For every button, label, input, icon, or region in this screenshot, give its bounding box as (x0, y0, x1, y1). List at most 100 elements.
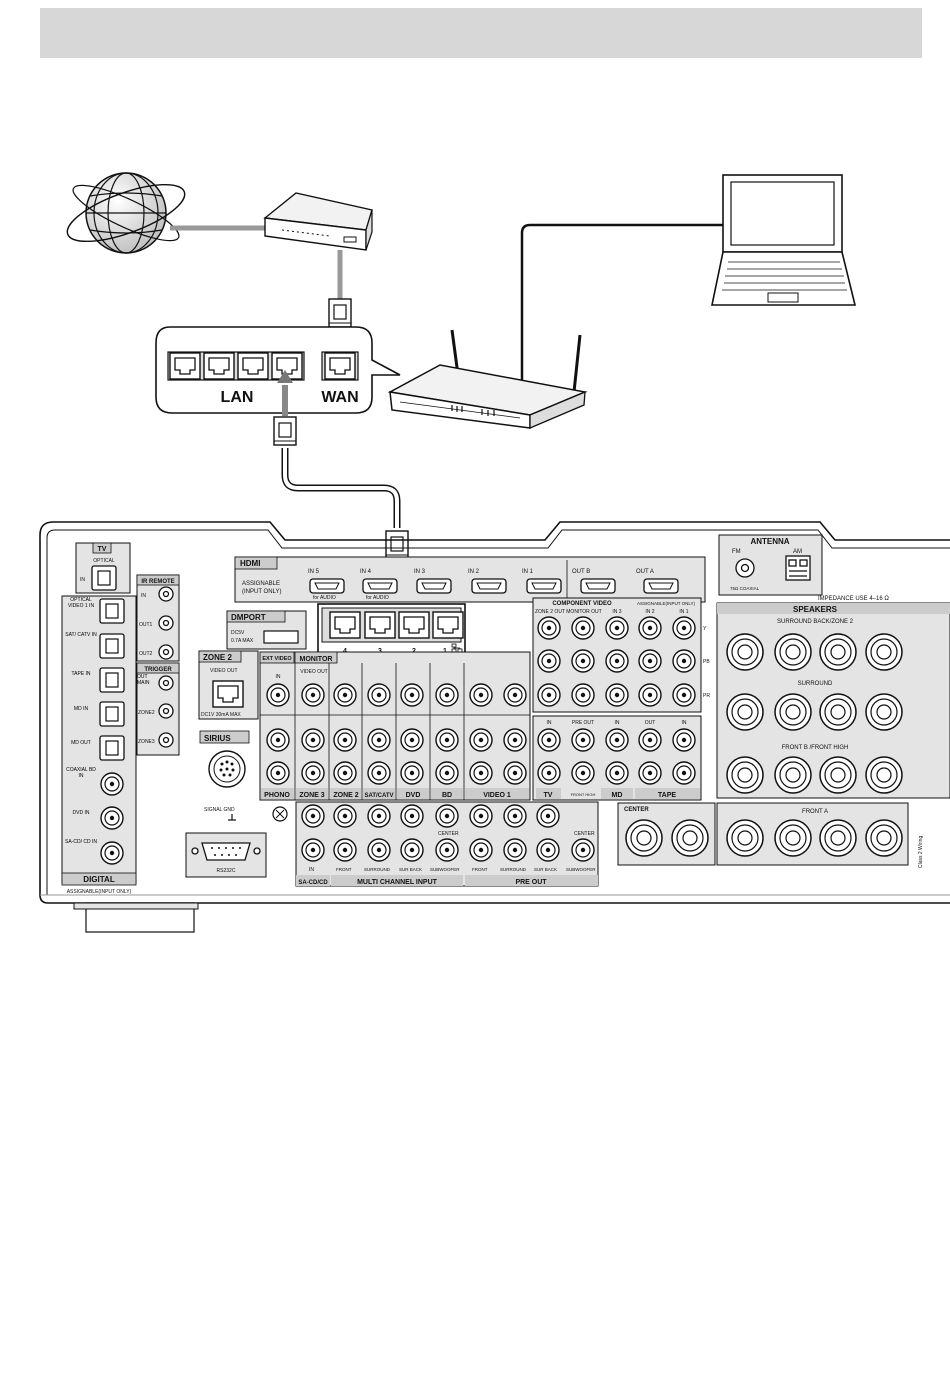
svg-text:SUR BACK: SUR BACK (534, 867, 557, 872)
rca-jack[interactable] (367, 761, 391, 785)
rca-jack[interactable] (503, 728, 527, 752)
rca-jack[interactable] (333, 838, 357, 862)
svg-text:75Ω COAXIAL: 75Ω COAXIAL (730, 586, 760, 591)
svg-text:IN: IN (309, 867, 314, 873)
hdmi-port-in1[interactable]: IN 1 (522, 569, 562, 594)
svg-text:0.7A MAX: 0.7A MAX (231, 638, 254, 644)
rca-jack[interactable] (435, 838, 459, 862)
hdmi-port-in3[interactable]: IN 3 (414, 569, 452, 594)
rca-jack[interactable] (367, 683, 391, 707)
rca-jack[interactable] (469, 838, 493, 862)
svg-text:OUT2: OUT2 (139, 651, 153, 657)
rca-jack[interactable] (503, 761, 527, 785)
svg-text:SPEAKERS: SPEAKERS (793, 605, 838, 614)
wan-label: WAN (321, 389, 358, 406)
optical-video1-port[interactable] (99, 598, 125, 624)
optical-sat-port[interactable] (99, 633, 125, 659)
svg-text:IN 5: IN 5 (308, 569, 320, 575)
rca-jack[interactable] (536, 804, 560, 828)
coaxial-bd-port[interactable] (100, 772, 124, 796)
lan-port-icon[interactable] (364, 611, 396, 639)
rca-jack[interactable] (469, 761, 493, 785)
rca-jack[interactable] (333, 683, 357, 707)
rca-jack[interactable] (333, 761, 357, 785)
lan-port-icon[interactable] (432, 611, 464, 639)
rca-jack[interactable] (301, 804, 325, 828)
rca-jack[interactable] (400, 683, 424, 707)
wireless-router-icon (387, 329, 588, 429)
rca-jack[interactable] (266, 761, 290, 785)
rca-jack[interactable] (469, 728, 493, 752)
rca-jack[interactable] (400, 761, 424, 785)
svg-text:TRIGGER: TRIGGER (144, 667, 172, 673)
rca-jack[interactable] (503, 838, 527, 862)
coaxial-sacd-port[interactable] (100, 841, 124, 865)
rca-jack[interactable] (571, 838, 595, 862)
rs232c-section: RS232C (185, 832, 267, 878)
lan-port-icon (169, 352, 201, 380)
svg-text:PRE OUT: PRE OUT (515, 879, 547, 886)
rca-jack[interactable] (503, 804, 527, 828)
rca-jack[interactable] (503, 683, 527, 707)
rca-jack[interactable] (266, 728, 290, 752)
hdmi-port-in4[interactable]: IN 4 (360, 569, 398, 594)
tv-optical-in-port[interactable] (91, 565, 117, 591)
hdmi-port-in2[interactable]: IN 2 (468, 569, 507, 594)
dmport-connector[interactable] (263, 630, 299, 644)
lan-port-icon[interactable] (329, 611, 361, 639)
hdmi-port-out-b[interactable]: OUT B (572, 569, 616, 594)
svg-text:Class 2 Wiring: Class 2 Wiring (918, 836, 924, 868)
rca-jack[interactable] (400, 728, 424, 752)
rca-jack[interactable] (400, 838, 424, 862)
wan-port-icon (324, 352, 356, 380)
svg-text:IN: IN (615, 720, 620, 726)
rca-jack[interactable] (469, 804, 493, 828)
rca-jack[interactable] (333, 804, 357, 828)
rca-jack[interactable] (367, 804, 391, 828)
optical-md-out-port[interactable] (99, 735, 125, 761)
ext-video-in-jack[interactable] (266, 683, 290, 707)
lan-port-icon[interactable] (398, 611, 430, 639)
svg-text:FM: FM (732, 549, 741, 555)
zone2-port-icon[interactable] (212, 680, 244, 708)
hdmi-port-out-a[interactable]: OUT A (636, 569, 679, 594)
rca-jack[interactable] (536, 838, 560, 862)
svg-text:VIDEO OUT: VIDEO OUT (210, 668, 238, 674)
rca-jack[interactable] (367, 728, 391, 752)
svg-text:ASSIGNABLE(INPUT ONLY): ASSIGNABLE(INPUT ONLY) (67, 889, 132, 895)
rca-jack[interactable] (469, 683, 493, 707)
optical-tape-port[interactable] (99, 667, 125, 693)
rca-jack[interactable] (435, 761, 459, 785)
sirius-title: SIRIUS (204, 734, 231, 743)
svg-text:IN: IN (276, 674, 281, 680)
trigger-section: TRIGGER OUT MAIN ZONE2 ZONE3 (136, 662, 180, 756)
svg-text:RS232C: RS232C (217, 868, 236, 874)
rca-jack[interactable] (435, 683, 459, 707)
svg-text:IMPEDANCE USE 4–16 Ω: IMPEDANCE USE 4–16 Ω (818, 596, 889, 602)
rca-jack[interactable] (435, 728, 459, 752)
svg-text:MONITOR OUT: MONITOR OUT (566, 609, 601, 615)
hdmi-port-in5[interactable]: IN 5 (308, 569, 345, 594)
svg-text:SURROUND: SURROUND (364, 867, 391, 872)
coaxial-dvd-port[interactable] (100, 806, 124, 830)
rca-jack[interactable] (333, 728, 357, 752)
monitor-video-out-jack[interactable] (301, 683, 325, 707)
svg-text:IN 3: IN 3 (414, 569, 426, 575)
svg-text:IN: IN (80, 577, 85, 583)
rca-jack[interactable] (435, 804, 459, 828)
svg-text:SURROUND: SURROUND (500, 867, 527, 872)
rca-jack[interactable] (301, 728, 325, 752)
rca-jack[interactable] (400, 804, 424, 828)
speakers-center-front-a: CENTER FRONT A Class 2 Wiring (617, 802, 924, 868)
svg-text:ASSIGNABLE(INPUT ONLY): ASSIGNABLE(INPUT ONLY) (637, 601, 696, 606)
rs232c-connector[interactable] (201, 842, 251, 861)
rca-jack[interactable] (301, 761, 325, 785)
svg-text:SUBWOOFER: SUBWOOFER (430, 867, 460, 872)
rca-jack[interactable] (301, 838, 325, 862)
svg-text:FRONT: FRONT (336, 867, 352, 872)
svg-text:OUT1: OUT1 (139, 622, 153, 628)
lan-port-icon (203, 352, 235, 380)
rca-jack[interactable] (367, 838, 391, 862)
optical-md-in-port[interactable] (99, 701, 125, 727)
svg-text:COMPONENT VIDEO: COMPONENT VIDEO (552, 601, 612, 607)
